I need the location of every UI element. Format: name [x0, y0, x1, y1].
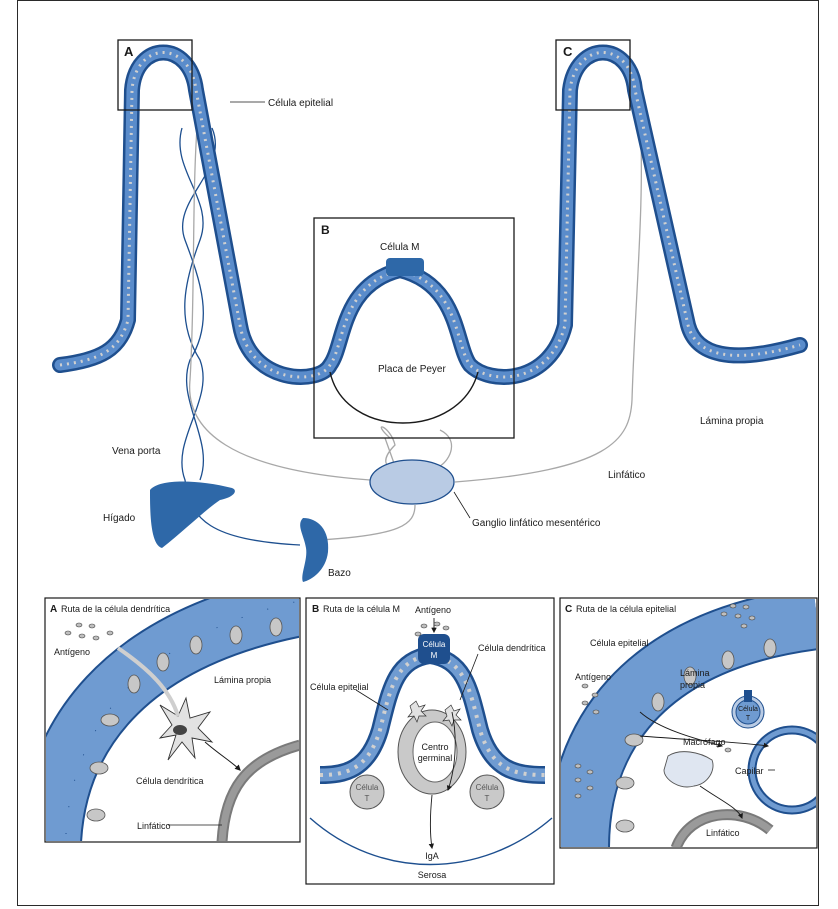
panel-c-antigeno: Antígeno	[575, 672, 611, 682]
panel-b-serosa: Serosa	[418, 870, 447, 880]
box-a-letter: A	[124, 44, 134, 59]
panel-c-letter: C	[565, 604, 572, 615]
panel-c-lamina-line1: Lámina	[680, 668, 710, 678]
label-linfatico: Linfático	[608, 470, 646, 481]
main-diagram	[60, 40, 800, 582]
panel-b-t-cell-left	[350, 775, 384, 809]
panel-a-lamina-propia: Lámina propia	[214, 675, 271, 685]
panel-b-letter: B	[312, 604, 319, 615]
box-b-letter: B	[321, 223, 330, 237]
panel-b-antigeno: Antígeno	[415, 605, 451, 615]
panel-c-macrofago: Macrófago	[683, 737, 726, 747]
label-celula-epitelial: Célula epitelial	[268, 98, 333, 109]
box-c-letter: C	[563, 44, 573, 59]
panel-b-m-line1: Célula	[423, 640, 446, 649]
panel-b-iga: IgA	[425, 851, 439, 861]
label-lamina-propia: Lámina propia	[700, 416, 764, 427]
label-higado: Hígado	[103, 513, 136, 524]
panel-b-celula-dendritica: Célula dendrítica	[478, 643, 546, 653]
panel-c-celula-epitelial: Célula epitelial	[590, 638, 649, 648]
villus-epithelium-inner	[60, 53, 800, 377]
m-cell	[386, 258, 424, 276]
panel-b: B Ruta de la célula M Antígeno Célula M …	[306, 598, 554, 884]
panel-a-antigeno: Antígeno	[54, 647, 90, 657]
panel-c-lamina-line2: propia	[680, 680, 705, 690]
label-placa-peyer: Placa de Peyer	[378, 364, 446, 375]
panel-b-t-left-line1: Célula	[356, 783, 379, 792]
label-ganglio: Ganglio linfático mesentérico	[472, 518, 601, 529]
panel-c-linfatico: Linfático	[706, 828, 740, 838]
panel-c-t-line2: T	[746, 715, 751, 722]
panel-a-linfatico: Linfático	[137, 821, 171, 831]
peyer-patch-outline	[330, 372, 478, 423]
panel-b-m-line2: M	[431, 651, 438, 660]
panel-a: A Ruta de la célula dendrítica Antígeno …	[45, 597, 318, 842]
panel-b-t-cell-right	[470, 775, 504, 809]
panel-b-celula-epitelial: Célula epitelial	[310, 682, 369, 692]
panel-b-t-left-line2: T	[365, 794, 370, 803]
spleen-organ	[300, 518, 328, 582]
panel-a-celula-dendritica: Célula dendrítica	[136, 776, 204, 786]
liver-organ	[150, 482, 235, 549]
dendritic-nucleus	[173, 725, 187, 735]
panel-b-centro-line1: Centro	[421, 742, 448, 752]
panel-a-title: Ruta de la célula dendrítica	[61, 604, 170, 614]
panel-c-title: Ruta de la célula epitelial	[576, 604, 676, 614]
panel-c: C Ruta de la célula epitelial Célula epi…	[560, 598, 832, 848]
panel-b-centro-line2: germinal	[418, 753, 453, 763]
panel-c-t-line1: Célula	[738, 706, 758, 713]
label-vena-porta: Vena porta	[112, 446, 161, 457]
panel-c-capilar: Capilar	[735, 766, 764, 776]
panel-a-letter: A	[50, 604, 57, 615]
panel-b-title: Ruta de la célula M	[323, 604, 400, 614]
panel-b-t-right-line1: Célula	[476, 783, 499, 792]
node-pointer	[454, 492, 470, 518]
panel-b-t-right-line2: T	[485, 794, 490, 803]
lymph-node	[370, 460, 454, 504]
germinal-center	[413, 722, 457, 782]
label-celula-m: Célula M	[380, 242, 419, 253]
label-bazo: Bazo	[328, 568, 351, 579]
